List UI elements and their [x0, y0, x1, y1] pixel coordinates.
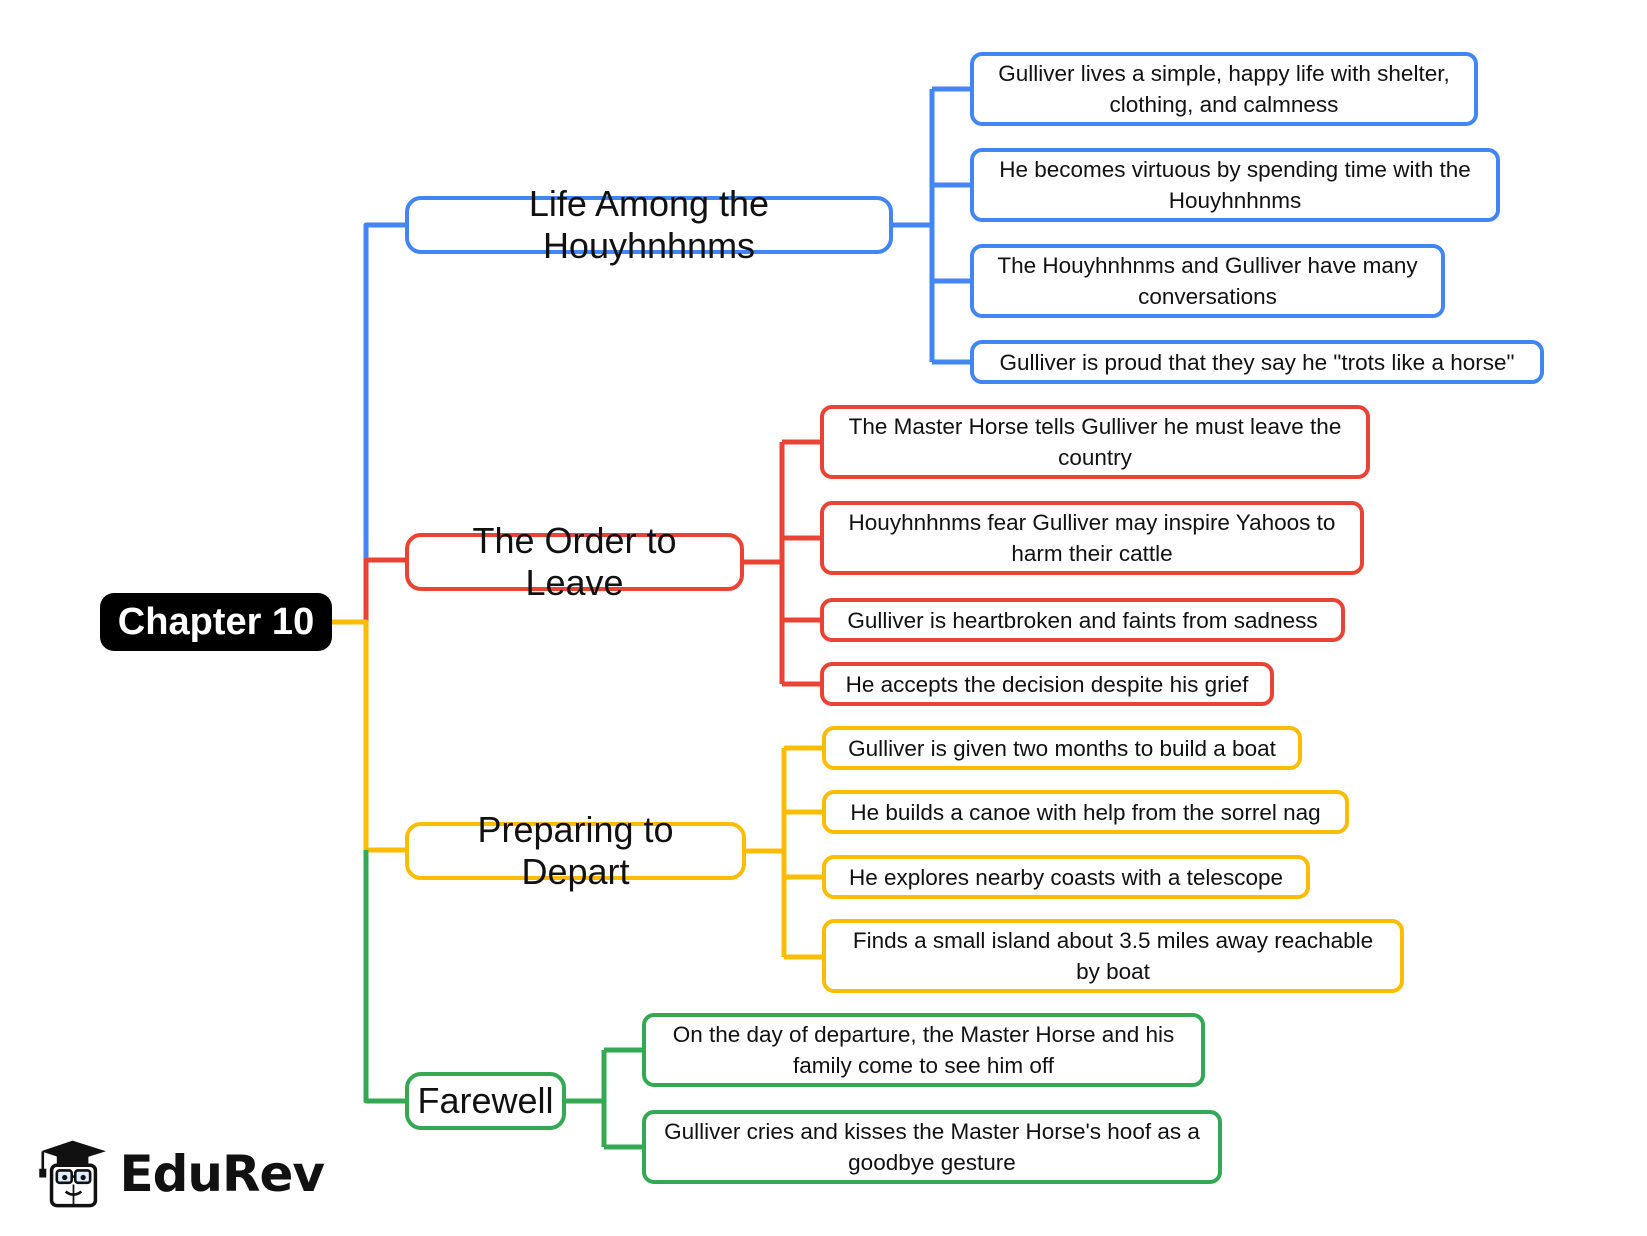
connector-root-yellow	[332, 619, 405, 853]
leaf-node: On the day of departure, the Master Hors…	[642, 1013, 1205, 1087]
leaf-node: Gulliver is heartbroken and faints from …	[820, 598, 1345, 642]
leaf-node: He accepts the decision despite his grie…	[820, 662, 1274, 706]
leaf-node: Gulliver cries and kisses the Master Hor…	[642, 1110, 1222, 1184]
connector-root-green	[363, 850, 405, 1104]
leaf-node: The Houyhnhnms and Gulliver have many co…	[970, 244, 1445, 318]
branch-preparing-to-depart: Preparing to Depart	[405, 809, 746, 892]
logo-text: EduRev	[119, 1145, 325, 1203]
connector-root-blue	[363, 222, 405, 560]
leaf-node: He becomes virtuous by spending time wit…	[970, 148, 1500, 222]
leaf-node: Gulliver lives a simple, happy life with…	[970, 52, 1478, 126]
leaf-node: Houyhnhnms fear Gulliver may inspire Yah…	[820, 501, 1364, 575]
connector-root-red	[363, 557, 405, 622]
graduate-mascot-icon	[39, 1140, 106, 1208]
branch-farewell: Farewell	[405, 1072, 566, 1130]
connector-blue-leaves	[893, 86, 970, 365]
leaf-node: Gulliver is proud that they say he "trot…	[970, 340, 1544, 384]
connector-green-leaves	[566, 1047, 642, 1150]
connector-yellow-leaves	[746, 745, 822, 960]
leaf-node: The Master Horse tells Gulliver he must …	[820, 405, 1370, 479]
leaf-node: Finds a small island about 3.5 miles awa…	[822, 919, 1404, 993]
leaf-node: He explores nearby coasts with a telesco…	[822, 855, 1310, 899]
branch-order-to-leave: The Order to Leave	[405, 520, 744, 603]
root-node-chapter: Chapter 10	[100, 593, 332, 651]
branch-life-among-houyhnhnms: Life Among the Houyhnhnms	[405, 183, 893, 266]
leaf-node: Gulliver is given two months to build a …	[822, 726, 1302, 770]
leaf-node: He builds a canoe with help from the sor…	[822, 790, 1349, 834]
connector-red-leaves	[744, 439, 820, 687]
edurev-logo: EduRev	[34, 1134, 325, 1214]
